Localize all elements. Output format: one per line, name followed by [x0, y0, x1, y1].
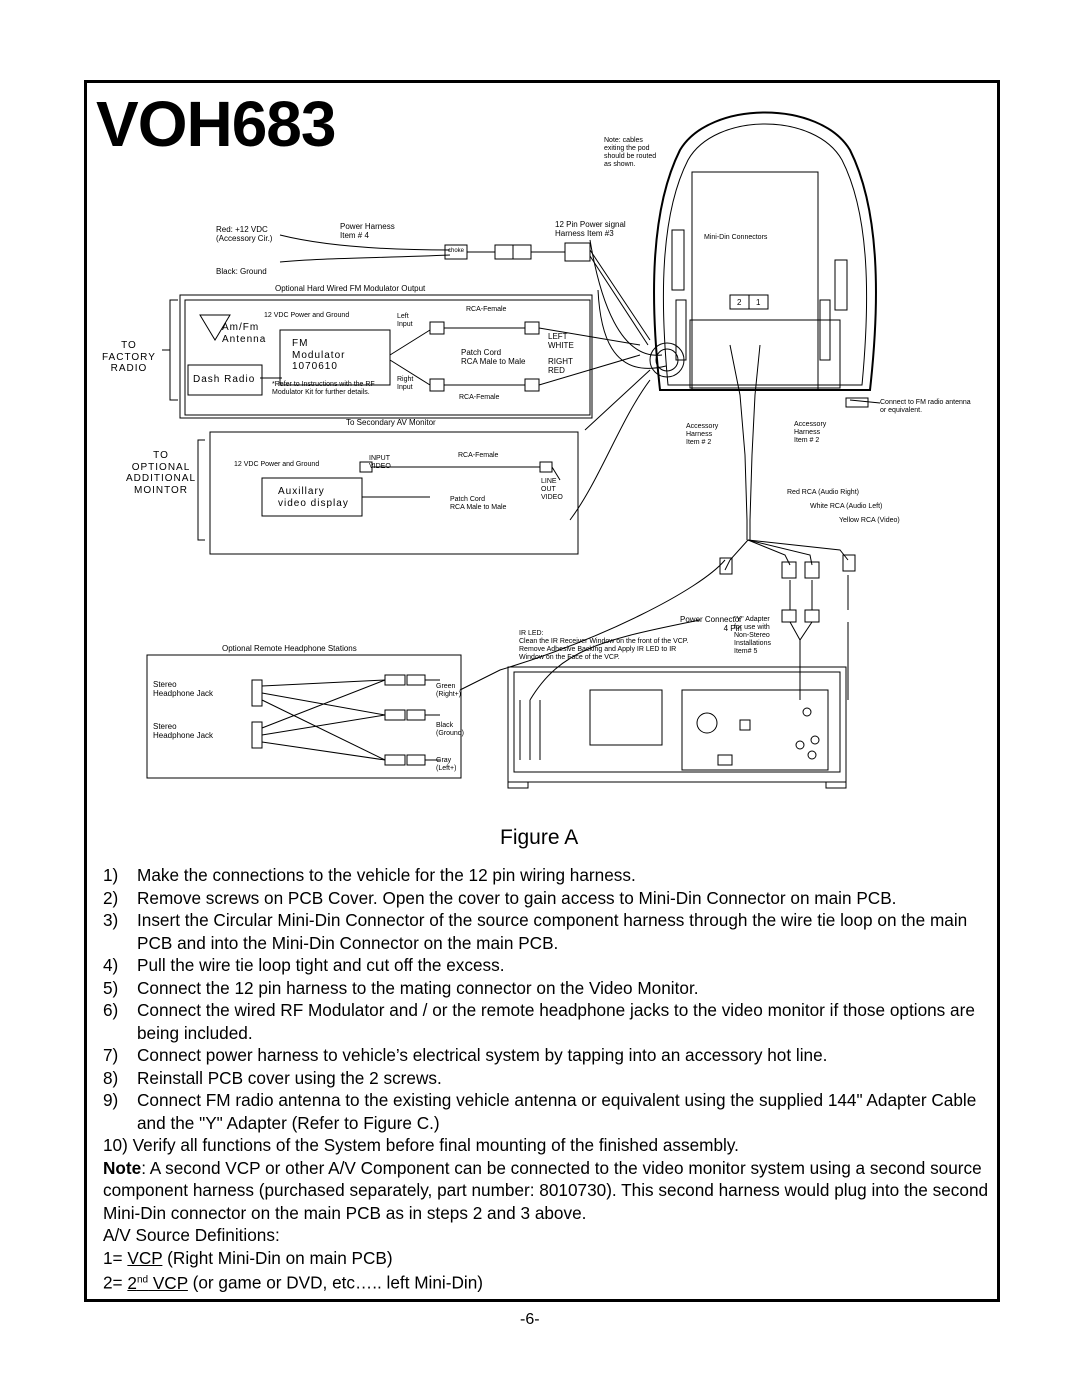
rca-female-3: RCA-Female — [458, 452, 499, 459]
page-number: -6- — [520, 1311, 540, 1328]
black-wire-label: Black: Ground — [216, 267, 267, 276]
step-8: 8)Reinstall PCB cover using the 2 screws… — [103, 1067, 442, 1088]
left-white-label: LEFT WHITE — [548, 332, 574, 351]
amfm-antenna: Am/Fm Antenna — [222, 322, 267, 345]
dash-radio-label: Dash Radio — [193, 374, 256, 385]
note-paragraph: Note: A second VCP or other A/V Componen… — [103, 1157, 989, 1223]
gray-wire-label: Gray (Left+) — [436, 757, 457, 773]
step-1: 1)Make the connections to the vehicle fo… — [103, 865, 636, 885]
choke-label: choke — [448, 248, 465, 254]
fm-modulator-label: FM Modulator 1070610 — [292, 338, 346, 372]
stereo-jack-2: Stereo Headphone Jack — [153, 722, 214, 741]
step-7: 7)Connect power harness to vehicle’s ele… — [103, 1045, 828, 1065]
red-rca-label: Red RCA (Audio Right) — [787, 489, 859, 496]
black-ground-label: Black (Ground) — [436, 722, 465, 738]
page-frame — [84, 80, 1000, 1302]
auxillary-display-label: Auxillary video display — [278, 486, 349, 509]
connect-fm-label: Connect to FM radio antenna or equivalen… — [880, 399, 971, 415]
optional-remote-label: Optional Remote Headphone Stations — [222, 644, 357, 653]
step-4: 4)Pull the wire tie loop tight and cut o… — [103, 955, 505, 975]
def-1: 1= VCP (Right Mini-Din on main PCB) — [103, 1247, 393, 1268]
right-red-label: RIGHT RED — [548, 357, 573, 376]
rca-female-1: RCA-Female — [466, 306, 507, 313]
refer-note: *Refer to Instructions with the RF Modul… — [272, 381, 375, 397]
to-factory-radio: TO FACTORY RADIO — [102, 340, 156, 374]
instructions: 1)Make the connections to the vehicle fo… — [103, 864, 993, 1294]
optional-fm-label: Optional Hard Wired FM Modulator Output — [275, 284, 426, 293]
white-rca-label: White RCA (Audio Left) — [810, 503, 883, 510]
stereo-jack-1: Stereo Headphone Jack — [153, 680, 214, 699]
step-5: 5)Connect the 12 pin harness to the mati… — [103, 977, 699, 998]
left-input-label: Left Input — [397, 313, 413, 329]
model-title: VOH683 — [96, 88, 336, 160]
input-video-label: INPUT VIDEO — [369, 455, 391, 471]
figure-caption: Figure A — [500, 826, 579, 849]
to-optional-monitor: TO OPTIONAL ADDITIONAL MOINTOR — [126, 450, 197, 496]
defs-heading: A/V Source Definitions: — [103, 1225, 280, 1245]
patch-cord-2: Patch Cord RCA Male to Male — [450, 496, 507, 512]
accessory-harness-2: Accessory Harness Item # 2 — [794, 421, 827, 445]
pin-signal-label: 12 Pin Power signal Harness Item #3 — [555, 220, 626, 239]
minidin-label: Mini-Din Connectors — [704, 234, 768, 241]
power-connector-label: Power Connector 4 Pin — [680, 615, 742, 634]
line-out-label: LINE OUT VIDEO — [541, 478, 563, 502]
step-2: 2)Remove screws on PCB Cover. Open the c… — [103, 887, 897, 908]
to-secondary-label: To Secondary AV Monitor — [346, 418, 436, 427]
red-wire-label: Red: +12 VDC (Accessory Cir.) — [216, 225, 273, 244]
vdc2-label: 12 VDC Power and Ground — [234, 461, 320, 468]
patch-cord-1: Patch Cord RCA Male to Male — [461, 348, 526, 367]
step-6: 6)Connect the wired RF Modulator and / o… — [103, 1000, 975, 1043]
y-adapter-label: "Y" Adapter for use with Non-Stereo Inst… — [734, 616, 771, 656]
power-harness-label: Power Harness Item # 4 — [340, 222, 395, 241]
right-input-label: Right Input — [397, 376, 414, 392]
vdc1-label: 12 VDC Power and Ground — [264, 312, 350, 319]
minidin-1-label: 1 — [756, 298, 761, 307]
minidin-2-label: 2 — [737, 298, 742, 307]
step-10: 10) Verify all functions of the System b… — [103, 1135, 739, 1155]
yellow-rca-label: Yellow RCA (Video) — [839, 517, 900, 524]
step-3: 3)Insert the Circular Mini-Din Connector… — [103, 910, 968, 953]
wiring-diagram — [146, 111, 881, 789]
rca-female-2: RCA-Female — [459, 394, 500, 401]
source-definitions: A/V Source Definitions: 1= VCP (Right Mi… — [103, 1224, 993, 1294]
ir-led-note: IR LED: Clean the IR Receiver Window on … — [519, 630, 689, 662]
note-cables: Note: cables exiting the pod should be r… — [604, 137, 657, 169]
accessory-harness-1: Accessory Harness Item # 2 — [686, 423, 719, 447]
def-2: 2= 2nd VCP (or game or DVD, etc….. left … — [103, 1272, 483, 1293]
green-wire-label: Green (Right+) — [436, 683, 462, 699]
step-9: 9)Connect FM radio antenna to the existi… — [103, 1090, 977, 1133]
